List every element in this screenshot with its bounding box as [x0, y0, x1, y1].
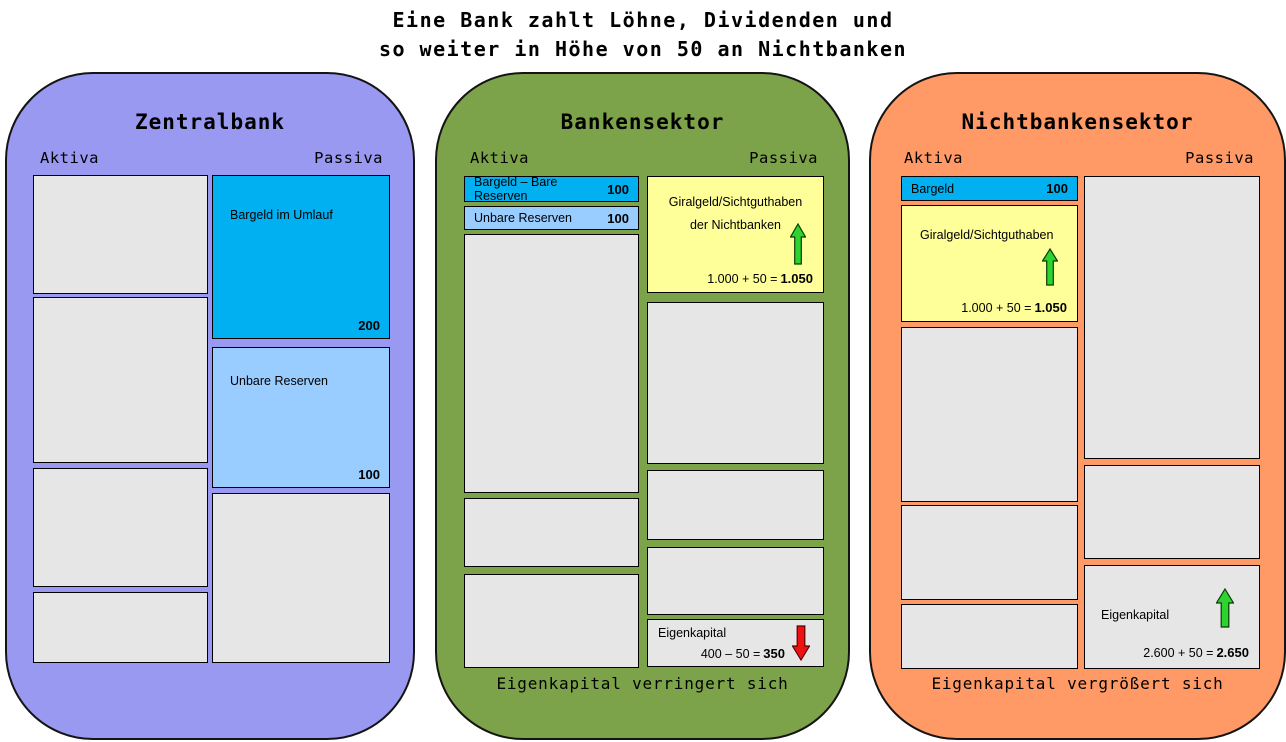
bargeld-bare-reserven-row: Bargeld – Bare Reserven 100	[464, 175, 639, 203]
nichtbanken-asset-box-3	[901, 604, 1078, 669]
nichtbanken-eigenkapital-label: Eigenkapital	[1101, 608, 1170, 622]
zentralbank-panel: Zentralbank Aktiva Passiva Bargeld im Um…	[5, 72, 415, 740]
page-title-line1: Eine Bank zahlt Löhne, Dividenden und	[392, 8, 894, 32]
nichtbanken-eigenkapital-box: Eigenkapital 2.600 + 50 =2.650	[1084, 565, 1260, 669]
nichtbanken-eigenkapital-result: 2.650	[1216, 645, 1249, 660]
nichtbankensektor-panel: Nichtbankensektor Aktiva Passiva Bargeld…	[869, 72, 1286, 740]
bankensektor-aktiva-label: Aktiva	[470, 149, 529, 167]
nichtbanken-eigenkapital-calc: 2.600 + 50 =	[1143, 646, 1214, 660]
nichtbanken-giralgeld-formula: 1.000 + 50 =1.050	[961, 300, 1067, 315]
page-title: Eine Bank zahlt Löhne, Dividenden und so…	[0, 6, 1286, 64]
bankensektor-eigenkapital-result: 350	[763, 646, 785, 661]
bankensektor-liability-box-1	[647, 302, 824, 464]
bankensektor-column-headers: Aktiva Passiva	[437, 149, 848, 167]
zentralbank-title: Zentralbank	[134, 110, 286, 134]
bargeld-im-umlauf-label: Bargeld im Umlauf	[230, 208, 333, 222]
zentralbank-liability-box-empty	[212, 493, 390, 663]
zentralbank-aktiva-label: Aktiva	[40, 149, 99, 167]
bankensektor-giralgeld-calc: 1.000 + 50 =	[707, 272, 778, 286]
bargeld-im-umlauf-value: 200	[358, 318, 380, 333]
bankensektor-giralgeld-label: Giralgeld/Sichtguthaben der Nichtbanken	[648, 191, 823, 237]
bankensektor-unbare-reserven-row: Unbare Reserven 100	[464, 206, 639, 230]
decrease-arrow-icon	[792, 625, 810, 661]
bankensektor-caption: Eigenkapital verringert sich	[496, 674, 789, 693]
nichtbanken-asset-box-2	[901, 505, 1078, 600]
zentralbank-asset-box-2	[33, 297, 208, 463]
page-title-line2: so weiter in Höhe von 50 an Nichtbanken	[378, 37, 908, 61]
nichtbankensektor-column-headers: Aktiva Passiva	[871, 149, 1284, 167]
bankensektor-giralgeld-formula: 1.000 + 50 =1.050	[707, 271, 813, 286]
bankensektor-eigenkapital-calc: 400 – 50 =	[700, 647, 761, 661]
bankensektor-asset-box-1	[464, 234, 639, 493]
nichtbankensektor-passiva-label: Passiva	[1185, 149, 1254, 167]
increase-arrow-icon	[790, 223, 806, 265]
bankensektor-giralgeld-label-line2: der Nichtbanken	[689, 218, 782, 232]
bankensektor-eigenkapital-formula: 400 – 50 =350	[701, 646, 785, 661]
bankensektor-giralgeld-label-line1: Giralgeld/Sichtguthaben	[668, 195, 803, 209]
bankensektor-asset-box-3	[464, 574, 639, 668]
nichtbankensektor-aktiva-label: Aktiva	[904, 149, 963, 167]
nichtbankensektor-caption: Eigenkapital vergrößert sich	[931, 674, 1224, 693]
nichtbanken-eigenkapital-formula: 2.600 + 50 =2.650	[1143, 645, 1249, 660]
bankensektor-title: Bankensektor	[560, 110, 725, 134]
zentralbank-asset-box-3	[33, 468, 208, 587]
nichtbanken-bargeld-value: 100	[1046, 181, 1068, 196]
bargeld-im-umlauf-box: Bargeld im Umlauf 200	[212, 175, 390, 339]
zentralbank-unbare-reserven-box: Unbare Reserven 100	[212, 347, 390, 488]
bankensektor-passiva-label: Passiva	[749, 149, 818, 167]
bankensektor-asset-box-2	[464, 498, 639, 567]
nichtbanken-bargeld-label: Bargeld	[911, 181, 955, 196]
bankensektor-giralgeld-box: Giralgeld/Sichtguthaben der Nichtbanken …	[647, 176, 824, 293]
nichtbankensektor-title: Nichtbankensektor	[961, 110, 1194, 134]
nichtbanken-asset-box-1	[901, 327, 1078, 502]
nichtbanken-giralgeld-box: Giralgeld/Sichtguthaben 1.000 + 50 =1.05…	[901, 205, 1078, 322]
bankensektor-panel: Bankensektor Aktiva Passiva Bargeld – Ba…	[435, 72, 850, 740]
zentralbank-unbare-reserven-value: 100	[358, 467, 380, 482]
nichtbanken-giralgeld-label: Giralgeld/Sichtguthaben	[920, 228, 1054, 242]
zentralbank-unbare-reserven-label: Unbare Reserven	[230, 374, 328, 388]
nichtbanken-liability-box-2	[1084, 465, 1260, 559]
bargeld-bare-reserven-value: 100	[607, 181, 629, 197]
bankensektor-eigenkapital-box: Eigenkapital 400 – 50 =350	[647, 619, 824, 667]
bankensektor-unbare-reserven-label: Unbare Reserven	[474, 211, 572, 225]
increase-arrow-icon	[1042, 248, 1058, 286]
bargeld-bare-reserven-label: Bargeld – Bare Reserven	[474, 175, 558, 203]
zentralbank-passiva-label: Passiva	[314, 149, 383, 167]
bankensektor-eigenkapital-label: Eigenkapital	[658, 626, 727, 640]
nichtbanken-giralgeld-calc: 1.000 + 50 =	[961, 301, 1032, 315]
bankensektor-liability-box-2	[647, 470, 824, 540]
bankensektor-giralgeld-result: 1.050	[780, 271, 813, 286]
zentralbank-column-headers: Aktiva Passiva	[7, 149, 413, 167]
nichtbanken-bargeld-row: Bargeld 100	[901, 176, 1078, 201]
increase-arrow-icon	[1216, 588, 1234, 628]
nichtbanken-liability-box-1	[1084, 176, 1260, 459]
zentralbank-asset-box-4	[33, 592, 208, 663]
bankensektor-liability-box-3	[647, 547, 824, 615]
zentralbank-asset-box-1	[33, 175, 208, 294]
nichtbanken-giralgeld-result: 1.050	[1034, 300, 1067, 315]
bankensektor-unbare-reserven-value: 100	[607, 210, 629, 226]
